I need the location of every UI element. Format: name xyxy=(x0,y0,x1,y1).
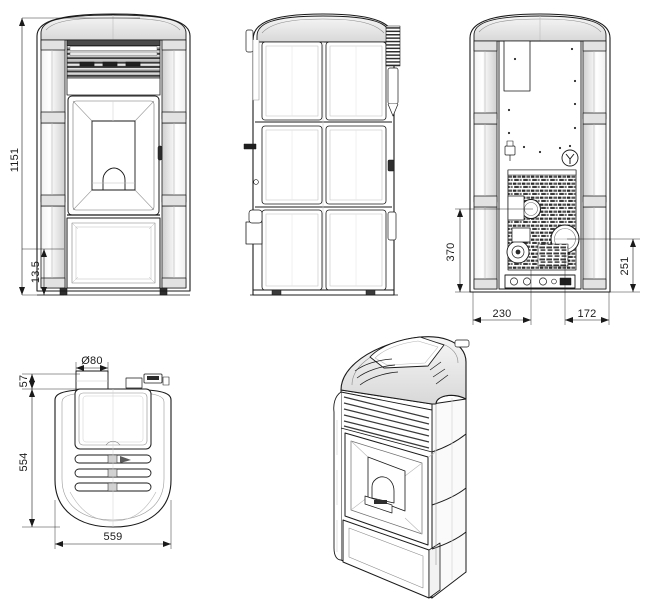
view-front-elevation xyxy=(36,13,191,296)
dimension-top-width xyxy=(54,500,172,549)
dimension-label-rear-left-width: 230 xyxy=(493,308,512,320)
dimension-rear-left-width xyxy=(472,270,532,325)
iso-flue-spigot xyxy=(454,339,470,348)
side-base-feet xyxy=(250,289,398,296)
side-top-cap xyxy=(256,15,391,43)
dimension-top-depth xyxy=(22,389,60,528)
iso-side-bands xyxy=(431,398,467,580)
rear-valve-assembly xyxy=(504,140,516,161)
top-flue-collar xyxy=(75,370,109,391)
front-left-post xyxy=(40,39,66,289)
front-ash-drawer xyxy=(66,214,161,289)
rear-fan-symbol xyxy=(561,149,579,167)
front-right-post xyxy=(161,39,187,289)
side-tile-grid xyxy=(255,41,392,291)
dimension-label-rear-right-height: 251 xyxy=(619,257,631,276)
view-top-plan xyxy=(54,370,172,528)
rear-connector-strip xyxy=(504,274,576,289)
front-fire-door xyxy=(67,95,163,216)
iso-deck-grille xyxy=(354,358,449,386)
dimension-top-flue-diameter xyxy=(75,362,109,373)
front-fascia xyxy=(66,77,161,96)
iso-left-post xyxy=(333,391,342,561)
iso-ash-drawer xyxy=(342,519,441,599)
dimension-front-base xyxy=(22,248,64,295)
dimension-label-front-height: 1151 xyxy=(9,148,21,172)
front-top-cap xyxy=(40,14,187,41)
dimension-rear-right-width xyxy=(564,254,610,325)
side-hopper-lid xyxy=(245,29,254,53)
dimension-label-top-flue-offset: 57 xyxy=(18,375,30,388)
dimension-label-top-width: 559 xyxy=(104,531,123,543)
rear-mechanical-block xyxy=(506,169,580,271)
dimension-label-rear-right-width: 172 xyxy=(578,308,597,320)
side-service-hatch xyxy=(245,221,263,245)
dimension-label-top-flue-diameter: Ø80 xyxy=(81,355,102,367)
rear-left-post xyxy=(473,40,498,290)
iso-hopper-lid xyxy=(369,336,445,369)
dimension-label-rear-left-height: 370 xyxy=(445,243,457,262)
view-rear-elevation xyxy=(469,13,611,293)
dimension-rear-left-height xyxy=(455,208,533,293)
rear-fasteners xyxy=(507,47,577,154)
dimension-label-front-base: 13.5 xyxy=(30,261,42,283)
view-side-elevation xyxy=(243,13,401,296)
top-accessory-box-a xyxy=(125,377,143,389)
dimension-label-top-depth: 554 xyxy=(18,453,30,472)
rear-hopper-cover xyxy=(503,40,531,92)
front-grille xyxy=(66,39,161,79)
view-isometric xyxy=(333,336,470,599)
iso-fire-door xyxy=(344,432,429,546)
side-cooling-fins xyxy=(385,25,401,117)
rear-right-post xyxy=(582,40,607,290)
side-flue-spigot xyxy=(243,143,257,150)
